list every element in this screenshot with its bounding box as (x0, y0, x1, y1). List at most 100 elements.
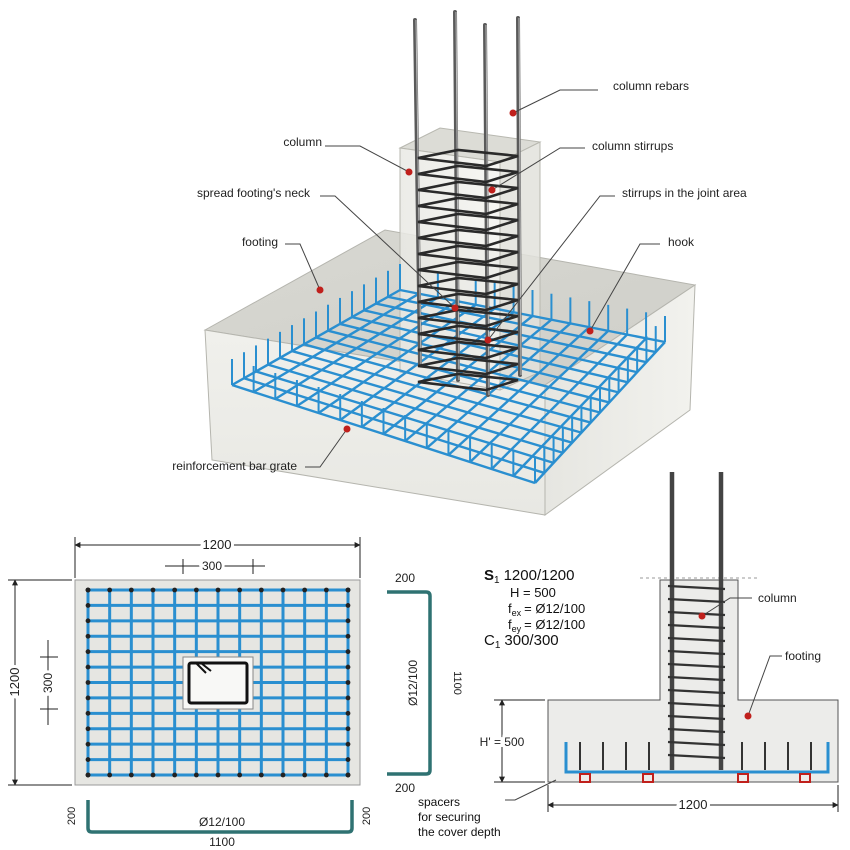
column-stirrup (417, 324, 519, 344)
column-stirrup (417, 356, 519, 376)
plan-bar-end (85, 633, 91, 639)
spec-fey: fey= Ø12/100 (508, 617, 585, 634)
column-stirrup (417, 372, 519, 392)
grate-bar (469, 329, 610, 463)
plan-bar-end (215, 587, 221, 593)
plan-bar-end (85, 710, 91, 716)
plan-bar-end (193, 587, 199, 593)
section-stirrup (667, 636, 726, 643)
plan-bar-end (345, 741, 351, 747)
column-rebars-3d (413, 10, 522, 397)
plan-bar-end (85, 695, 91, 701)
column-rebar (483, 23, 490, 397)
column-stirrup (417, 244, 519, 264)
plan-bar-end (258, 772, 264, 778)
column-stirrup (417, 164, 519, 184)
section-stirrup (667, 675, 726, 682)
plan-bar-end (280, 587, 286, 593)
bar-detail-shape (387, 590, 432, 776)
plan-rebar-grid (85, 587, 351, 778)
plan-bar-end (345, 664, 351, 670)
column-stirrup (417, 276, 519, 296)
isometric-footing-view: column rebars column column stirrups spr… (172, 10, 747, 516)
label-hook: hook (668, 235, 695, 249)
section-stirrup (667, 714, 726, 721)
column-rebar-highlight (518, 17, 522, 376)
column-stirrup (417, 292, 519, 312)
plan-stirrup-hook (195, 662, 212, 674)
section-concrete (547, 579, 839, 783)
section-dim-width: 1200 (679, 797, 708, 812)
plan-bar-end (85, 649, 91, 655)
plan-bar-end (345, 680, 351, 685)
section-stirrup (667, 701, 726, 708)
spec-fex: fex= Ø12/100 (508, 601, 585, 618)
label-footing: footing (242, 235, 278, 249)
column-stirrup (417, 340, 519, 360)
plan-bar-end (345, 710, 351, 716)
plan-column-outline (182, 656, 254, 710)
plan-bar-end (258, 587, 264, 593)
label-column-rebars: column rebars (613, 79, 689, 93)
column-stirrup (417, 308, 519, 328)
plan-bar-end (85, 757, 91, 762)
section-stirrup (667, 753, 726, 760)
section-stirrup (667, 740, 726, 747)
section-label-column: column (758, 591, 797, 605)
column-rebar-highlight (485, 24, 490, 396)
section-stirrup (667, 649, 726, 656)
plan-bar-end (345, 695, 351, 701)
section-stirrup (667, 597, 726, 604)
plan-bar-end (345, 587, 351, 593)
section-stirrup (667, 688, 726, 695)
plan-bar-end (345, 649, 351, 655)
plan-view: 1200 300 1200 300 200 200 Ø12/100 1100 2… (4, 534, 463, 849)
plan-bar-end (85, 772, 91, 778)
grate-bar (327, 329, 610, 404)
plan-dim-column-w-label: 300 (202, 559, 222, 573)
section-view: column footing H' = 500 1200 spacers for… (418, 472, 839, 839)
column-rebar-highlight (455, 11, 460, 381)
bottom-bar-length: 1100 (209, 835, 235, 849)
label-column: column (283, 135, 322, 149)
plan-bar-end (280, 772, 286, 778)
leader-dots (316, 109, 594, 433)
grate-bar (351, 315, 629, 384)
section-vertical-bars (579, 742, 812, 770)
plan-column-stirrup (187, 661, 249, 705)
label-joint-stirrups: stirrups in the joint area (622, 186, 747, 200)
plan-bar-end (345, 726, 351, 732)
section-label-footing: footing (785, 649, 821, 663)
plan-bar-end (128, 587, 134, 593)
section-stirrup (667, 610, 726, 617)
bar-detail-spec: Ø12/100 (406, 660, 420, 706)
section-bottom-bar (564, 742, 830, 774)
plan-bar-end (302, 587, 308, 593)
grate-bar (447, 326, 591, 456)
plan-dim-height (8, 579, 72, 786)
plan-bar-end (172, 772, 178, 778)
bottom-bar-left-hook: 200 (66, 807, 78, 825)
plan-bar-end (345, 618, 351, 624)
column-stirrup (417, 228, 519, 248)
section-stirrup (667, 662, 726, 669)
bottom-bar-spec: Ø12/100 (199, 815, 245, 829)
bar-detail-length: 1100 (451, 671, 463, 695)
label-neck: spread footing's neck (197, 186, 311, 200)
grate-bar (490, 333, 628, 470)
spec-h: H = 500 (510, 585, 556, 600)
plan-bar-end (150, 772, 156, 778)
plan-dim-column-h-label: 300 (41, 673, 55, 693)
plan-dim-height-label: 1200 (7, 668, 22, 697)
column-stirrup (417, 212, 519, 232)
bottom-bar-right-hook: 200 (361, 807, 373, 825)
label-grate: reinforcement bar grate (172, 459, 297, 473)
column-stirrup (417, 260, 519, 280)
section-stirrup (667, 623, 726, 630)
section-dim-h: H' = 500 (480, 735, 525, 749)
plan-bar-end (345, 772, 351, 778)
column-stirrup (417, 196, 519, 216)
plan-bar-end (237, 587, 243, 593)
plan-bar-end (345, 603, 351, 608)
